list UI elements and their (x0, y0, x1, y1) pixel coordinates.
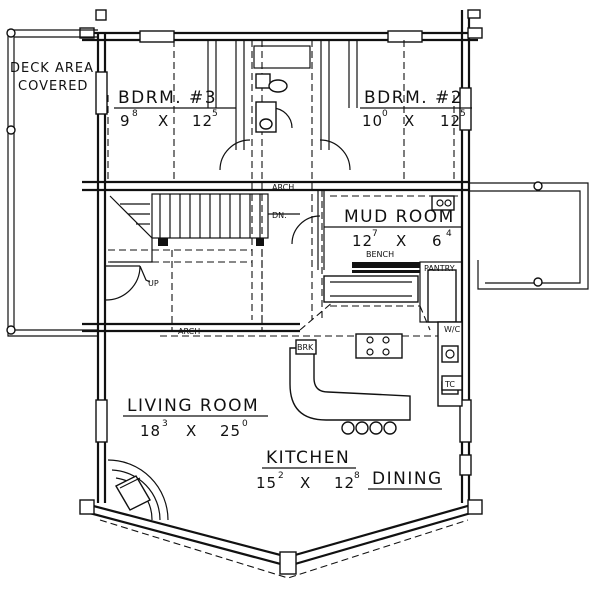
bdrm3-x: X (158, 112, 169, 130)
bdrm3-label: BDRM. #3 9 8 X 12 5 (114, 88, 236, 130)
kitchen-name: KITCHEN (266, 448, 350, 468)
mud-room-width: 12 (352, 232, 373, 250)
mud-room-length-in: 4 (446, 229, 452, 239)
living-room-x: X (186, 422, 197, 440)
kitchen-counters (289, 269, 463, 435)
kitchen-peninsula (289, 347, 411, 421)
bdrm3-width: 9 (120, 112, 131, 130)
stool (355, 421, 369, 435)
living-room-length: 25 (220, 422, 241, 440)
log-ends (79, 9, 483, 575)
toilet-bowl (268, 79, 288, 93)
brk-note: BRK (297, 343, 314, 352)
sink (259, 118, 273, 130)
living-room-width-in: 3 (162, 419, 168, 429)
down-note: DN. (272, 211, 287, 220)
mud-room-label: MUD ROOM 12 7 X 6 4 (324, 207, 462, 250)
fireplace (107, 459, 169, 521)
dining-label: DINING (368, 469, 443, 490)
kitchen-length-in: 8 (354, 471, 360, 481)
mud-room-name: MUD ROOM (344, 207, 455, 227)
bdrm2-name: BDRM. #2 (364, 88, 463, 108)
covered-deck: DECK AREA COVERED (6, 28, 98, 337)
up-note: UP (148, 279, 159, 288)
mud-room-width-in: 7 (372, 229, 378, 239)
stool (383, 421, 397, 435)
living-room-width: 18 (140, 422, 161, 440)
bdrm2-width-in: 0 (382, 109, 388, 119)
living-room-name: LIVING ROOM (127, 396, 259, 416)
toilet-tank (255, 73, 271, 89)
kitchen-sink (441, 345, 459, 363)
kitchen-label: KITCHEN 15 2 X 12 8 (256, 448, 360, 492)
mud-room-x: X (396, 232, 407, 250)
arch-lower-note: ARCH (178, 327, 200, 336)
kitchen-length: 12 (334, 474, 355, 492)
bathroom-fixtures (253, 45, 311, 133)
bdrm2-length-in: 5 (460, 109, 466, 119)
stool (341, 421, 355, 435)
cooktop (355, 333, 403, 359)
living-room-label: LIVING ROOM 18 3 X 25 0 (123, 396, 268, 440)
living-room-length-in: 0 (242, 419, 248, 429)
bdrm3-length: 12 (192, 112, 213, 130)
wc-note: W/C (444, 325, 461, 334)
bdrm2-label: BDRM. #2 10 0 X 12 5 (360, 88, 472, 130)
appliances (295, 195, 463, 391)
bdrm3-name: BDRM. #3 (118, 88, 217, 108)
kitchen-width-in: 2 (278, 471, 284, 481)
bdrm2-width: 10 (362, 112, 383, 130)
deck-label-line2: COVERED (18, 79, 88, 94)
stool (369, 421, 383, 435)
kitchen-width: 15 (256, 474, 277, 492)
mud-room-length: 6 (432, 232, 443, 250)
bdrm3-length-in: 5 (212, 109, 218, 119)
staircase (105, 193, 300, 301)
bdrm3-width-in: 8 (132, 109, 138, 119)
pantry-note: PANTRY (424, 264, 455, 273)
deck-label-line1: DECK AREA (10, 61, 94, 76)
dining-name: DINING (372, 469, 443, 489)
tc-note: TC (444, 380, 455, 389)
arch-upper-note: ARCH (272, 183, 294, 192)
bench-note: BENCH (366, 250, 394, 259)
right-porch (469, 181, 589, 290)
bdrm2-length: 12 (440, 112, 461, 130)
bdrm2-x: X (404, 112, 415, 130)
bench (352, 262, 420, 273)
annotations: ARCH ARCH DN. UP BENCH PANTRY W/C BRK TC (148, 183, 461, 389)
interior-walls (82, 40, 469, 333)
kitchen-x: X (300, 474, 311, 492)
windows (95, 30, 472, 476)
